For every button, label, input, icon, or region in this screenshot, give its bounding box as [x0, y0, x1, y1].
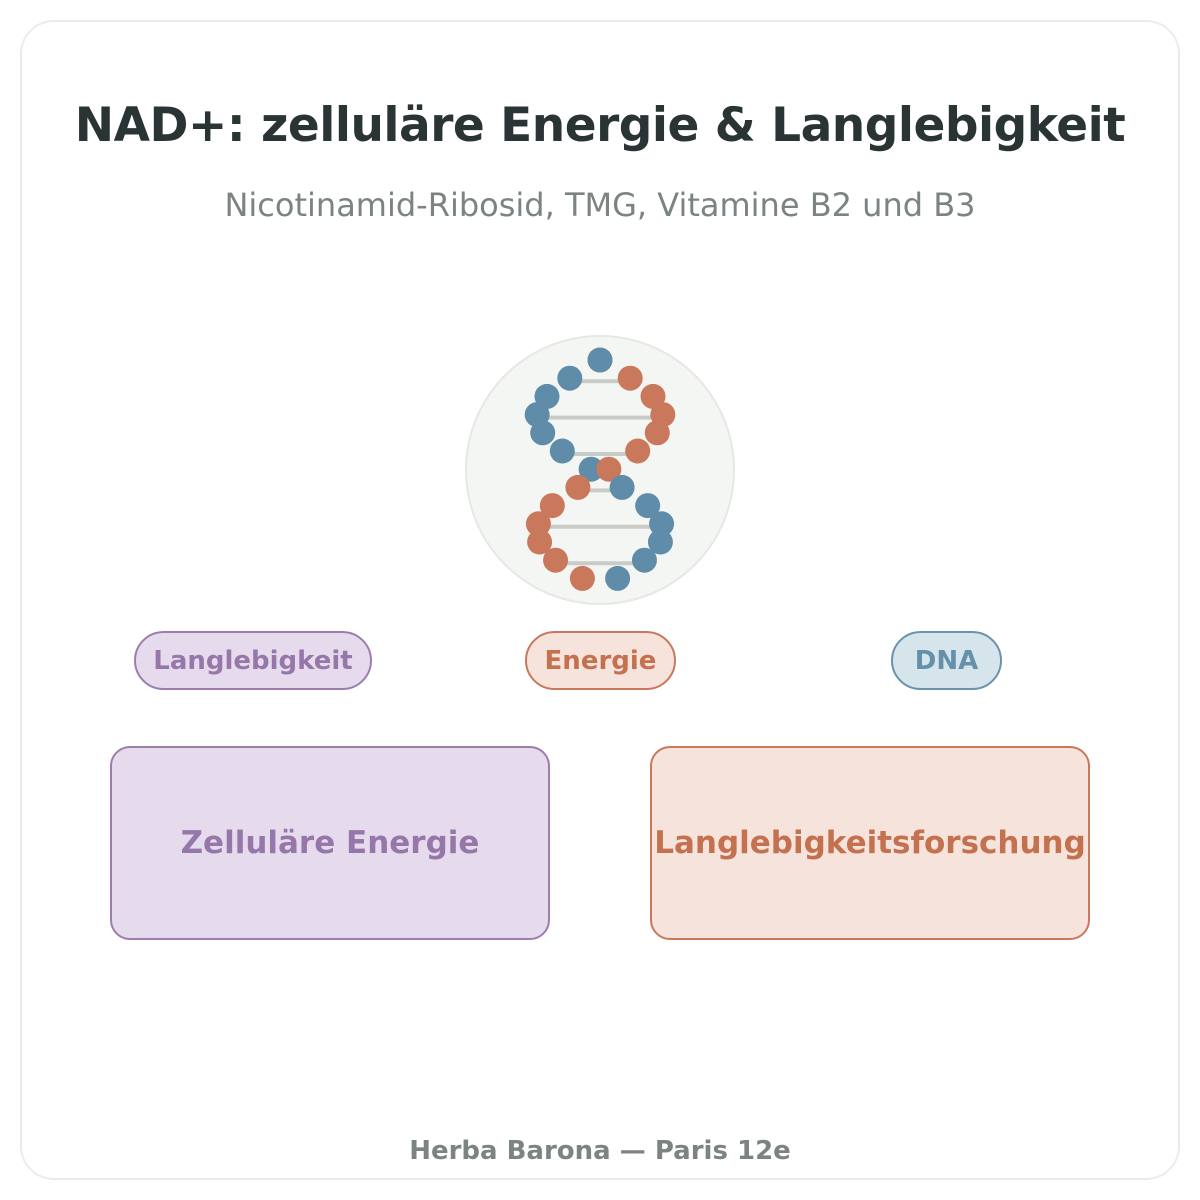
- dna-strand-b-dot: [605, 565, 631, 591]
- dna-strand-b-dot: [649, 511, 675, 537]
- dna-strand-a-dot: [644, 420, 670, 446]
- dna-strand-b-dot: [549, 438, 575, 464]
- dna-nucleotides: [524, 347, 676, 591]
- dna-strand-a-dot: [565, 474, 591, 500]
- tag-energie: Energie: [525, 631, 676, 690]
- dna-strand-b-dot: [635, 493, 661, 519]
- box-zellulaere-energie: Zelluläre Energie: [110, 746, 550, 940]
- dna-strand-b-dot: [578, 456, 604, 482]
- dna-strand-b-dot: [530, 420, 556, 446]
- dna-strand-a-dot: [625, 438, 651, 464]
- box-langlebigkeitsforschung: Langlebigkeitsforschung: [650, 746, 1090, 940]
- dna-strand-a-dot: [527, 529, 553, 555]
- page-subtitle: Nicotinamid-Ribosid, TMG, Vitamine B2 un…: [224, 186, 976, 224]
- dna-helix-icon: [465, 335, 735, 605]
- dna-strand-a-dot: [617, 365, 643, 391]
- dna-strand-b-dot: [557, 365, 583, 391]
- dna-strand-a-dot: [539, 493, 565, 519]
- dna-strand-b-dot: [587, 347, 613, 373]
- page-title: NAD+: zelluläre Energie & Langlebigkeit: [74, 98, 1126, 153]
- dna-strand-b-dot: [631, 547, 657, 573]
- dna-strand-b-dot: [609, 474, 635, 500]
- dna-strand-a-dot: [543, 547, 569, 573]
- dna-strand-a-dot: [596, 456, 622, 482]
- tag-langlebigkeit: Langlebigkeit: [134, 631, 372, 690]
- dna-strand-a-dot: [525, 511, 551, 537]
- tag-dna: DNA: [891, 631, 1002, 690]
- dna-strand-a-dot: [569, 565, 595, 591]
- dna-strand-b-dot: [647, 529, 673, 555]
- footer-credit: Herba Barona — Paris 12e: [409, 1136, 791, 1166]
